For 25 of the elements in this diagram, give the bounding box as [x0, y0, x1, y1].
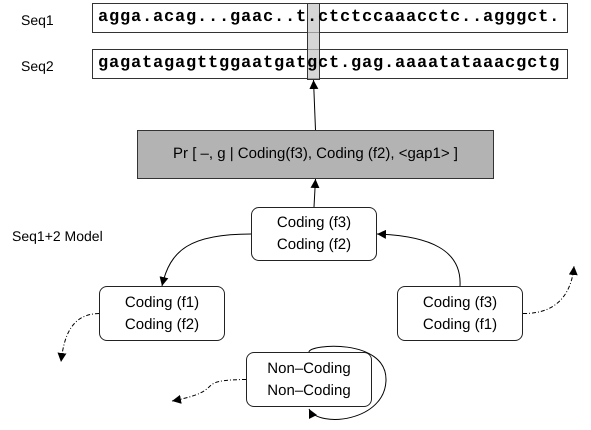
probability-expression: Pr [ –, g | Coding(f3), Coding (f2), <gap1> ]	[173, 144, 458, 164]
arrow	[309, 80, 318, 130]
state-box	[397, 286, 523, 341]
state-label: Non–Coding	[267, 358, 351, 378]
state-label: Coding (f1)	[422, 314, 498, 334]
state-box	[251, 207, 377, 261]
state-label: Coding (f1)	[124, 292, 200, 312]
arrow	[160, 234, 252, 286]
dashed-arrow	[172, 379, 246, 404]
dashed-arrow	[522, 266, 578, 314]
state-box	[246, 352, 372, 407]
state-box	[99, 286, 225, 341]
arrow	[308, 346, 386, 420]
arrow	[310, 178, 320, 208]
sequence-name: Seq2	[21, 57, 54, 76]
arrow	[376, 230, 460, 286]
sequence-name: Seq1	[21, 11, 54, 30]
model-label: Seq1+2 Model	[12, 227, 103, 246]
state-label: Coding (f2)	[276, 235, 352, 255]
state-label: Coding (f3)	[276, 213, 352, 233]
state-label: Coding (f3)	[422, 292, 498, 312]
state-label: Coding (f2)	[124, 314, 200, 334]
state-label: Non–Coding	[267, 380, 351, 400]
probability-box	[137, 130, 494, 179]
dashed-arrow	[58, 313, 100, 362]
